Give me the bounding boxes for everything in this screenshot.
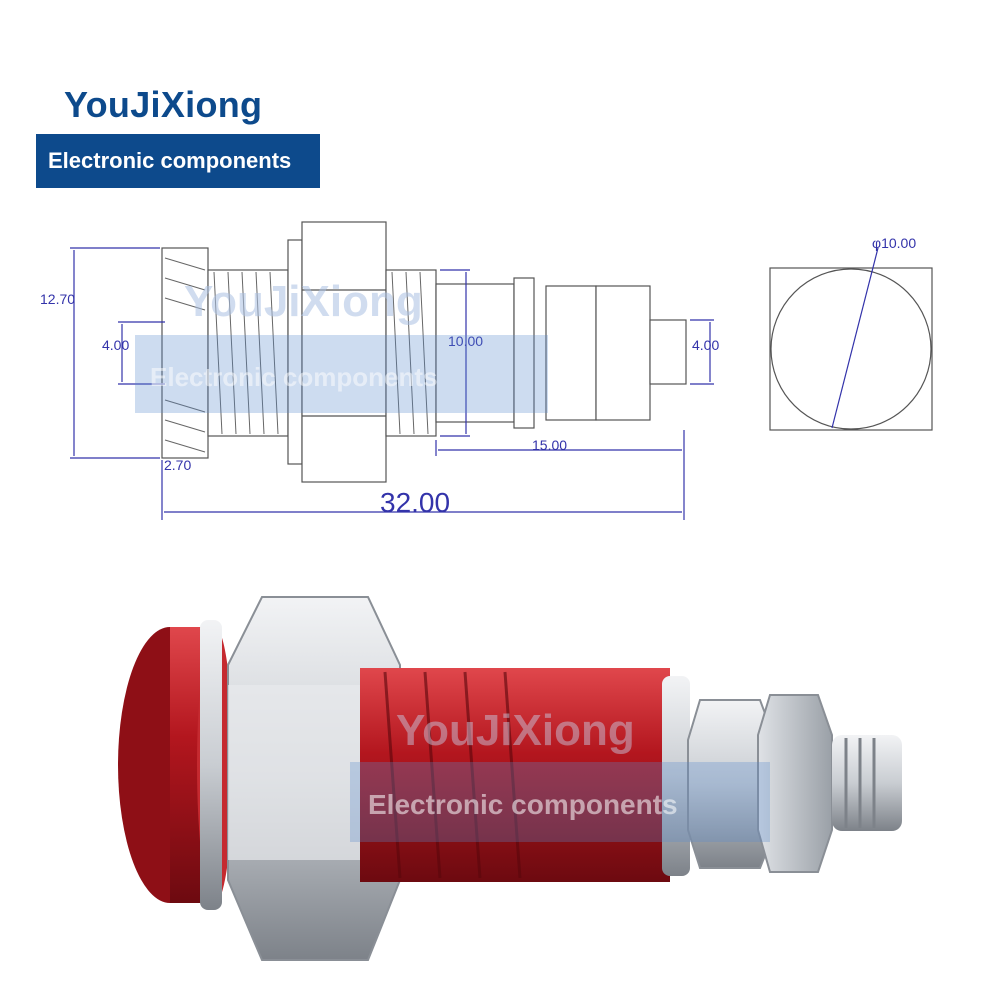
watermark-name-bottom: YouJiXiong — [396, 706, 635, 755]
watermark-name-top: YouJiXiong — [184, 277, 423, 326]
hex-nut-small-2 — [757, 694, 833, 873]
dim-nut-height: 10.00 — [448, 333, 483, 349]
dim-inner-left: 4.00 — [102, 337, 129, 353]
brand-title: YouJiXiong — [64, 84, 263, 125]
drawing-washer-small — [513, 277, 535, 429]
drawing-shank — [435, 283, 515, 423]
watermark-band-bottom — [350, 762, 770, 842]
drawing-small-nut-1 — [545, 285, 597, 421]
drawing-stud — [649, 319, 687, 385]
drawing-thread — [207, 269, 289, 437]
dim-inner-right: 4.00 — [692, 337, 719, 353]
drawing-small-nut-2 — [595, 285, 651, 421]
drawing-top-view — [769, 247, 933, 431]
red-threaded-body — [360, 668, 670, 882]
dim-thread-len: 15.00 — [532, 437, 567, 453]
watermark-tagline-top: Electronic components — [150, 362, 438, 392]
dim-flange: 2.70 — [164, 457, 191, 473]
threaded-stud — [832, 735, 902, 831]
dim-total-len: 32.00 — [380, 487, 450, 518]
technical-drawing: 12.70 4.00 10.00 4.00 2.70 15.00 32.00 φ… — [40, 221, 933, 520]
dim-diameter: φ10.00 — [872, 235, 916, 251]
watermark-band-top — [135, 335, 548, 413]
washer-small — [662, 676, 690, 876]
washer-large — [200, 620, 222, 910]
dim-height-total: 12.70 — [40, 291, 75, 307]
watermark-tagline-bottom: Electronic components — [368, 789, 678, 820]
brand-banner: Electronic components — [36, 134, 320, 188]
drawing-nut — [301, 221, 387, 483]
